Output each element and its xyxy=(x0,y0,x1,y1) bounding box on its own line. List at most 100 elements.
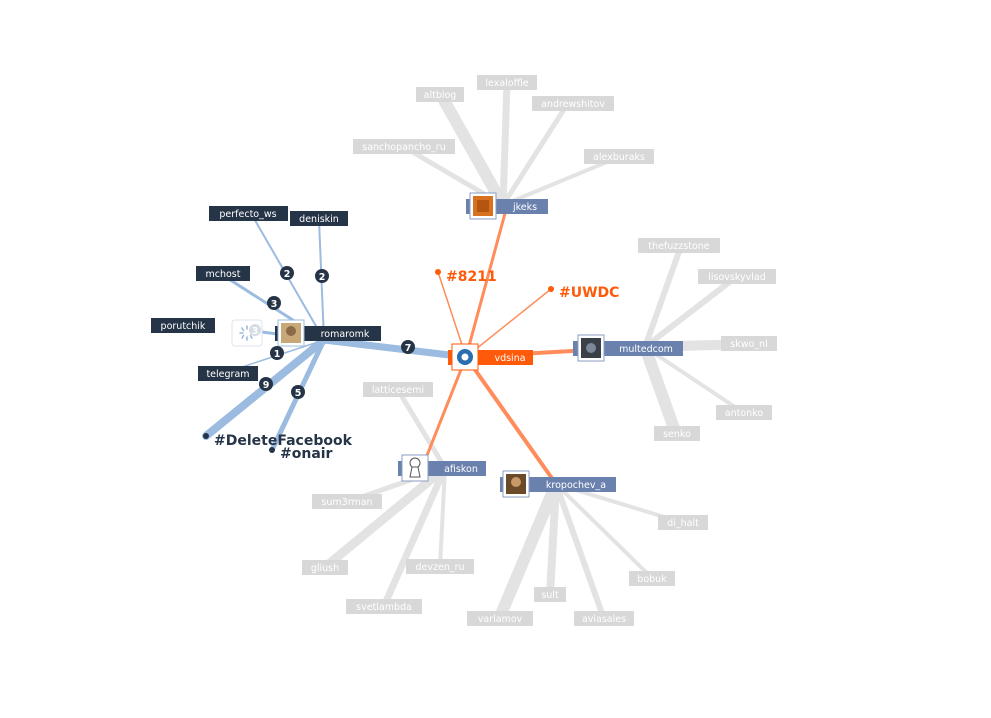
hub-romaromk[interactable]: romaromk xyxy=(275,319,381,347)
svg-text:latticesemi: latticesemi xyxy=(372,385,424,396)
edge-afiskon-devzen xyxy=(438,466,447,569)
edge-afiskon-gliush xyxy=(319,463,450,573)
svg-text:kropochev_a: kropochev_a xyxy=(546,480,606,491)
svg-text:thefuzzstone: thefuzzstone xyxy=(648,241,709,252)
edge-kropochev-aviasales xyxy=(553,481,607,622)
leaf-svetlambda[interactable]: svetlambda xyxy=(346,599,422,614)
svg-text:andrewshitov: andrewshitov xyxy=(541,99,605,110)
count-badges: 2 2 3 3 1 9 5 7 xyxy=(249,266,415,399)
edge-multedcom-antonko xyxy=(643,345,746,415)
edge-jkeks-alexburaks xyxy=(501,155,621,207)
orange-tag-8211[interactable]: #8211 xyxy=(435,269,497,285)
leaf-latticesemi[interactable]: latticesemi xyxy=(363,382,433,397)
count-badge: 5 xyxy=(291,385,305,399)
leaf-di_halt[interactable]: di_halt xyxy=(658,515,708,530)
center-node-vdsina[interactable]: vdsina xyxy=(448,343,533,371)
svg-text:7: 7 xyxy=(405,343,412,354)
tag-onair[interactable]: #onair xyxy=(269,446,333,462)
edge-jkeks-andrewshitov xyxy=(500,100,571,208)
leaf-alexburaks[interactable]: alexburaks xyxy=(584,149,654,164)
svg-text:multedcom: multedcom xyxy=(619,344,673,355)
count-badge: 7 xyxy=(401,340,415,354)
leaf-aviasales[interactable]: aviasales xyxy=(574,611,634,626)
svg-text:senko: senko xyxy=(663,429,691,440)
leaf-bobuk[interactable]: bobuk xyxy=(629,571,675,586)
svg-text:perfecto_ws: perfecto_ws xyxy=(219,209,276,220)
svg-text:lexaloffle: lexaloffle xyxy=(485,78,528,89)
svg-text:#8211: #8211 xyxy=(446,269,497,285)
edge-afiskon-svetlambda xyxy=(380,464,449,610)
romaromk-users: perfecto_ws deniskin mchost porutchik te… xyxy=(151,206,348,381)
svg-text:varlamov: varlamov xyxy=(478,614,523,625)
user-mchost[interactable]: mchost xyxy=(196,266,250,281)
svg-text:9: 9 xyxy=(263,380,270,391)
edge-kropochev-bobuk xyxy=(554,482,655,581)
edge-afiskon-latticesemi xyxy=(395,387,448,471)
edge-multedcom-lisovskyvlad xyxy=(642,274,739,350)
edge-romaromk-vdsina xyxy=(320,336,470,361)
svg-text:#onair: #onair xyxy=(280,446,333,462)
count-badge: 3 xyxy=(267,296,281,310)
center-edges xyxy=(420,204,592,486)
svg-text:2: 2 xyxy=(284,269,291,280)
leaf-lisovskyvlad[interactable]: lisovskyvlad xyxy=(698,269,776,284)
leaf-andrewshitov[interactable]: andrewshitov xyxy=(532,96,614,111)
orange-tag-uwdc[interactable]: #UWDC xyxy=(548,285,619,301)
svg-text:gliush: gliush xyxy=(311,563,339,574)
edge-multedcom-senko xyxy=(639,341,682,440)
hub-jkeks[interactable]: jkeks xyxy=(466,192,548,220)
leaf-lexaloffle[interactable]: lexaloffle xyxy=(477,75,537,90)
leaf-sanchopancho_ru[interactable]: sanchopancho_ru xyxy=(353,139,455,154)
leaf-antonko[interactable]: antonko xyxy=(716,405,772,420)
hub-afiskon[interactable]: afiskon xyxy=(398,454,486,482)
edge-vdsina-jkeks xyxy=(464,204,509,359)
edge-jkeks-lexaloffle xyxy=(499,79,511,209)
svg-text:2: 2 xyxy=(319,272,326,283)
svg-text:sult: sult xyxy=(541,590,559,601)
edge-vdsina-uwdc xyxy=(465,288,552,358)
svg-text:telegram: telegram xyxy=(206,369,249,380)
leaf-devzen_ru[interactable]: devzen_ru xyxy=(406,559,474,574)
leaf-gliush[interactable]: gliush xyxy=(302,560,348,575)
svg-text:devzen_ru: devzen_ru xyxy=(415,562,464,573)
tag-deletefacebook[interactable]: #DeleteFacebook xyxy=(203,433,353,449)
hub-multedcom[interactable]: multedcom xyxy=(573,334,683,362)
svg-text:afiskon: afiskon xyxy=(444,464,478,475)
leaf-sum3rman[interactable]: sum3rman xyxy=(312,494,382,509)
svg-text:sum3rman: sum3rman xyxy=(321,497,372,508)
leaf-altblog[interactable]: altblog xyxy=(416,87,464,102)
svg-text:mchost: mchost xyxy=(206,269,241,280)
svg-text:vdsina: vdsina xyxy=(494,353,525,364)
svg-text:antonko: antonko xyxy=(725,408,764,419)
svg-text:#DeleteFacebook: #DeleteFacebook xyxy=(214,433,353,449)
leaf-senko[interactable]: senko xyxy=(654,426,700,441)
edge-vdsina-afiskon xyxy=(420,355,468,470)
leaf-sult[interactable]: sult xyxy=(534,587,566,602)
svg-text:jkeks: jkeks xyxy=(512,202,537,213)
count-badge: 2 xyxy=(315,269,329,283)
user-perfecto_ws[interactable]: perfecto_ws xyxy=(209,206,288,221)
user-telegram[interactable]: telegram xyxy=(198,366,258,381)
user-porutchik[interactable]: porutchik xyxy=(151,318,215,333)
count-badge: 1 xyxy=(270,346,284,360)
hub-kropochev_a[interactable]: kropochev_a xyxy=(500,470,616,498)
count-badge: 9 xyxy=(259,377,273,391)
svg-text:aviasales: aviasales xyxy=(582,614,626,625)
svg-text:porutchik: porutchik xyxy=(161,321,206,332)
svg-text:romaromk: romaromk xyxy=(321,329,370,340)
leaf-varlamov[interactable]: varlamov xyxy=(467,611,533,626)
svg-text:svetlambda: svetlambda xyxy=(356,602,412,613)
edge-vdsina-kropochev xyxy=(464,355,558,486)
svg-text:sanchopancho_ru: sanchopancho_ru xyxy=(362,142,445,153)
svg-text:altblog: altblog xyxy=(424,90,457,101)
user-deniskin[interactable]: deniskin xyxy=(290,211,348,226)
edge-kropochev-sult xyxy=(546,480,560,599)
svg-text:3: 3 xyxy=(252,326,259,337)
leaf-labels: altblog lexaloffle andrewshitov sanchopa… xyxy=(302,75,777,626)
edge-vdsina-8211 xyxy=(437,271,467,358)
leaf-skwo_nl[interactable]: skwo_nl xyxy=(721,336,777,351)
edge-kropochev-varlamov xyxy=(493,478,562,625)
leaf-thefuzzstone[interactable]: thefuzzstone xyxy=(638,238,720,253)
svg-text:1: 1 xyxy=(274,349,281,360)
